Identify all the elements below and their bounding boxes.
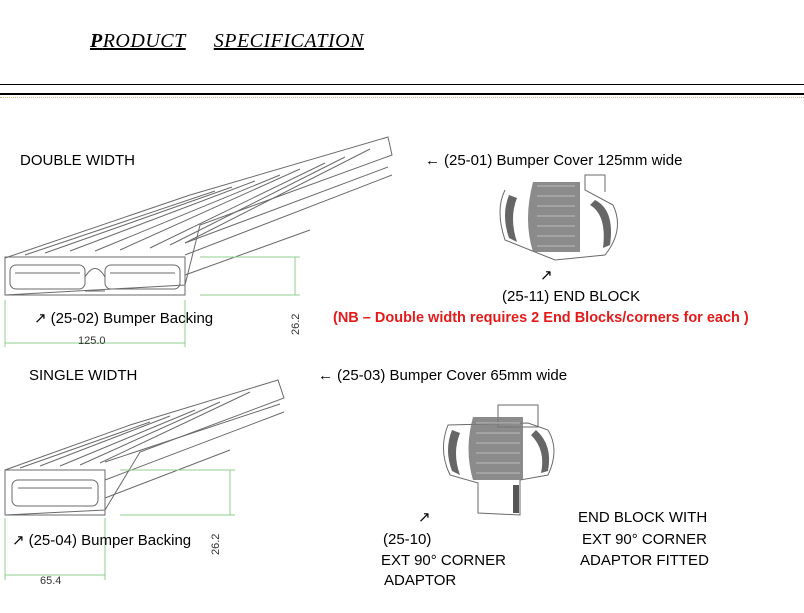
single-backing-label: ↗(25-04) Bumper Backing [12, 531, 191, 549]
fitted-line2: EXT 90° CORNER [582, 531, 707, 548]
up-right-arrow-icon: ↗ [540, 267, 553, 284]
left-arrow-icon: ← [318, 367, 333, 384]
double-cover-text: (25-01) Bumper Cover 125mm wide [444, 152, 683, 169]
double-width-label: DOUBLE WIDTH [20, 152, 136, 169]
double-backing-text: (25-02) Bumper Backing [50, 310, 214, 327]
double-width-profile-drawing [4, 136, 393, 347]
title-initial: P [90, 30, 103, 52]
single-width-dimension: 65.4 [40, 575, 62, 587]
double-width-note: (NB – Double width requires 2 End Blocks… [333, 310, 749, 326]
double-cover-label: ←(25-01) Bumper Cover 125mm wide [425, 152, 682, 169]
end-block-arrow: ↗ [540, 266, 557, 284]
fitted-line1: END BLOCK WITH [578, 509, 708, 526]
left-arrow-icon: ← [425, 152, 440, 169]
title-word-2: SPECIFICATION [213, 30, 364, 52]
corner-adaptor-arrow: ↗ [418, 508, 435, 526]
end-block-drawing [499, 174, 618, 261]
single-width-profile-drawing [4, 379, 285, 580]
single-cover-text: (25-03) Bumper Cover 65mm wide [337, 367, 568, 384]
up-right-arrow-icon: ↗ [418, 509, 431, 526]
corner-adaptor-line1: EXT 90° CORNER [381, 552, 506, 569]
header-rule-bottom [0, 93, 804, 95]
page-title: PRODUCT SPECIFICATION [90, 30, 364, 53]
corner-adaptor-code: (25-10) [383, 531, 432, 548]
single-backing-text: (25-04) Bumper Backing [28, 532, 192, 549]
title-word-1: RODUCT [102, 30, 186, 52]
end-block-label: (25-11) END BLOCK [502, 288, 641, 305]
header-rule-top [0, 84, 804, 85]
up-right-arrow-icon: ↗ [12, 532, 25, 549]
fitted-line3: ADAPTOR FITTED [580, 552, 709, 569]
single-width-height-dimension: 26.2 [210, 533, 222, 555]
corner-adaptor-drawing [443, 404, 555, 516]
double-backing-label: ↗(25-02) Bumper Backing [34, 309, 213, 327]
single-width-label: SINGLE WIDTH [29, 367, 138, 384]
corner-adaptor-line2: ADAPTOR [384, 572, 457, 589]
double-width-dimension: 125.0 [78, 335, 106, 347]
double-width-height-dimension: 26.2 [290, 313, 302, 335]
header-rule-dotted [0, 97, 804, 98]
up-right-arrow-icon: ↗ [34, 310, 47, 327]
single-cover-label: ←(25-03) Bumper Cover 65mm wide [318, 367, 567, 384]
